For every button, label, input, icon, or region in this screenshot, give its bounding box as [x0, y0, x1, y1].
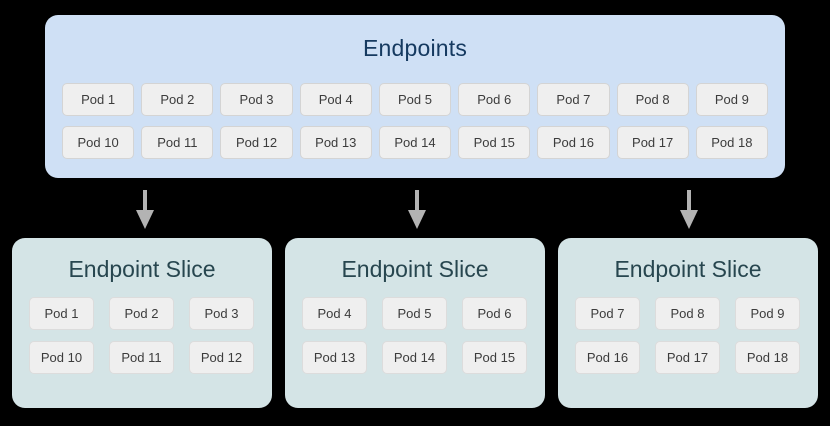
pod-chip[interactable]: Pod 7 [575, 297, 640, 330]
pod-chip[interactable]: Pod 7 [537, 83, 610, 116]
slice-pod-row: Pod 4 Pod 5 Pod 6 [302, 297, 528, 330]
pod-chip[interactable]: Pod 1 [29, 297, 94, 330]
endpoints-pod-grid: Pod 1 Pod 2 Pod 3 Pod 4 Pod 5 Pod 6 Pod … [62, 83, 768, 169]
endpoints-title: Endpoints [362, 35, 468, 61]
arrow-down-icon [680, 190, 698, 229]
slice-pod-row: Pod 10 Pod 11 Pod 12 [29, 341, 255, 374]
pod-chip[interactable]: Pod 12 [220, 126, 293, 159]
pod-chip[interactable]: Pod 8 [655, 297, 720, 330]
endpoint-slice-card-3: Endpoint Slice Pod 7 Pod 8 Pod 9 Pod 16 … [558, 238, 818, 408]
pod-chip[interactable]: Pod 10 [29, 341, 94, 374]
pod-chip[interactable]: Pod 18 [735, 341, 800, 374]
pod-chip[interactable]: Pod 5 [382, 297, 447, 330]
pod-chip[interactable]: Pod 12 [189, 341, 254, 374]
pod-chip[interactable]: Pod 4 [299, 83, 372, 116]
pod-chip[interactable]: Pod 5 [378, 83, 452, 116]
endpoint-slice-card-1: Endpoint Slice Pod 1 Pod 2 Pod 3 Pod 10 … [12, 238, 272, 408]
slice-pod-row: Pod 16 Pod 17 Pod 18 [575, 341, 801, 374]
endpoints-pod-row: Pod 1 Pod 2 Pod 3 Pod 4 Pod 5 Pod 6 Pod … [62, 83, 768, 116]
pod-chip[interactable]: Pod 15 [458, 126, 531, 159]
pod-chip[interactable]: Pod 14 [378, 126, 452, 159]
endpoint-slice-card-2: Endpoint Slice Pod 4 Pod 5 Pod 6 Pod 13 … [285, 238, 545, 408]
pod-chip[interactable]: Pod 10 [62, 126, 135, 159]
pod-chip[interactable]: Pod 6 [462, 297, 527, 330]
pod-chip[interactable]: Pod 13 [302, 341, 367, 374]
pod-chip[interactable]: Pod 3 [220, 83, 293, 116]
slice-pod-row: Pod 13 Pod 14 Pod 15 [302, 341, 528, 374]
slice-pod-grid: Pod 4 Pod 5 Pod 6 Pod 13 Pod 14 Pod 15 [302, 297, 528, 385]
pod-chip[interactable]: Pod 13 [299, 126, 372, 159]
endpoints-pod-row: Pod 10 Pod 11 Pod 12 Pod 13 Pod 14 Pod 1… [62, 126, 768, 159]
pod-chip[interactable]: Pod 2 [141, 83, 214, 116]
endpoint-slice-title: Endpoint Slice [614, 256, 762, 282]
slice-pod-row: Pod 1 Pod 2 Pod 3 [29, 297, 255, 330]
pod-chip[interactable]: Pod 11 [141, 126, 214, 159]
slice-pod-grid: Pod 1 Pod 2 Pod 3 Pod 10 Pod 11 Pod 12 [29, 297, 255, 385]
arrow-to-slice-1 [132, 190, 158, 230]
endpoint-slice-title: Endpoint Slice [341, 256, 489, 282]
pod-chip[interactable]: Pod 9 [695, 83, 768, 116]
slice-pod-grid: Pod 7 Pod 8 Pod 9 Pod 16 Pod 17 Pod 18 [575, 297, 801, 385]
pod-chip[interactable]: Pod 9 [735, 297, 800, 330]
pod-chip[interactable]: Pod 16 [537, 126, 610, 159]
pod-chip[interactable]: Pod 3 [189, 297, 254, 330]
pod-chip[interactable]: Pod 15 [462, 341, 527, 374]
pod-chip[interactable]: Pod 11 [109, 341, 174, 374]
arrow-to-slice-2 [404, 190, 430, 230]
pod-chip[interactable]: Pod 1 [62, 83, 135, 116]
slice-pod-row: Pod 7 Pod 8 Pod 9 [575, 297, 801, 330]
arrow-down-icon [408, 190, 426, 229]
pod-chip[interactable]: Pod 4 [302, 297, 367, 330]
pod-chip[interactable]: Pod 6 [458, 83, 531, 116]
pod-chip[interactable]: Pod 17 [616, 126, 689, 159]
arrow-to-slice-3 [676, 190, 702, 230]
endpoints-panel: Endpoints Pod 1 Pod 2 Pod 3 Pod 4 Pod 5 … [45, 15, 785, 178]
pod-chip[interactable]: Pod 2 [109, 297, 174, 330]
arrow-down-icon [136, 190, 154, 229]
pod-chip[interactable]: Pod 16 [575, 341, 640, 374]
pod-chip[interactable]: Pod 8 [616, 83, 689, 116]
pod-chip[interactable]: Pod 17 [655, 341, 720, 374]
pod-chip[interactable]: Pod 14 [382, 341, 447, 374]
endpoint-slice-title: Endpoint Slice [68, 256, 216, 282]
pod-chip[interactable]: Pod 18 [695, 126, 768, 159]
